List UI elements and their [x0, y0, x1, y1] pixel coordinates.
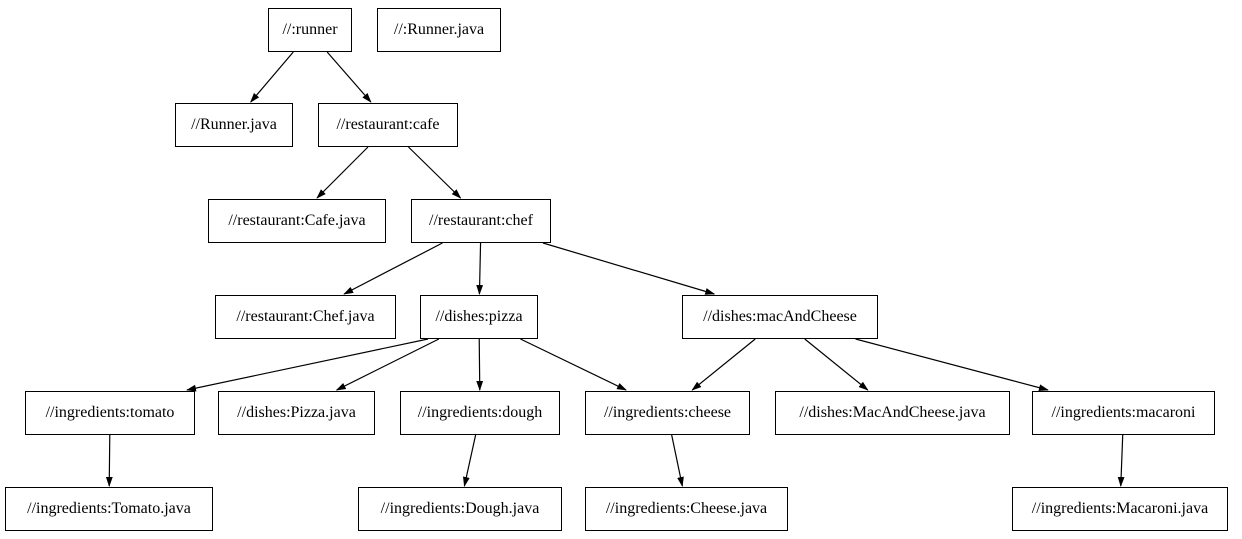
graph-edge-cafe-to-chef	[408, 146, 462, 199]
graph-node-macaroni-java: //ingredients:Macaroni.java	[1012, 487, 1228, 531]
graph-edge-macandcheese-to-cheese	[691, 338, 756, 391]
graph-edge-cheese-to-cheese-java	[671, 434, 684, 487]
graph-edge-pizza-to-cheese	[520, 338, 627, 391]
graph-node-tomato: //ingredients:tomato	[25, 391, 195, 435]
graph-node-macandcheese-java: //dishes:MacAndCheese.java	[775, 391, 1010, 435]
graph-node-macandcheese: //dishes:macAndCheese	[682, 295, 878, 339]
graph-node-chef: //restaurant:chef	[411, 199, 551, 243]
graph-node-cheese-java: //ingredients:Cheese.java	[585, 487, 788, 531]
graph-edge-dough-to-dough-java	[463, 434, 477, 487]
graph-node-tomato-java: //ingredients:Tomato.java	[5, 487, 213, 531]
graph-edge-macandcheese-to-macandcheese-java	[804, 338, 869, 391]
graph-node-cafe: //restaurant:cafe	[318, 103, 458, 147]
graph-edge-cafe-to-cafe-java	[316, 146, 369, 199]
graph-edge-chef-to-chef-java	[343, 242, 443, 295]
graph-edge-pizza-to-dough	[476, 338, 484, 391]
graph-node-cheese: //ingredients:cheese	[585, 391, 750, 435]
graph-node-dough-java: //ingredients:Dough.java	[358, 487, 562, 531]
graph-edge-chef-to-macandcheese	[542, 242, 716, 295]
graph-node-pizza-java: //dishes:Pizza.java	[218, 391, 375, 435]
graph-edge-pizza-to-pizza-java	[335, 338, 440, 391]
graph-edge-macandcheese-to-macaroni	[855, 338, 1049, 391]
edge-group	[105, 51, 1125, 487]
graph-node-cafe-java: //restaurant:Cafe.java	[208, 199, 386, 243]
graph-node-runner: //:runner	[268, 8, 352, 52]
graph-node-runner-java-root: //:Runner.java	[377, 8, 501, 52]
graph-node-dough: //ingredients:dough	[400, 391, 560, 435]
graph-node-macaroni: //ingredients:macaroni	[1032, 391, 1215, 435]
graph-edge-tomato-to-tomato-java	[105, 434, 113, 487]
graph-edge-runner-to-cafe	[326, 51, 372, 103]
graph-node-chef-java: //restaurant:Chef.java	[215, 295, 396, 339]
graph-edge-pizza-to-tomato	[186, 338, 429, 392]
graph-node-pizza: //dishes:pizza	[420, 295, 538, 339]
graph-node-runner-java: //Runner.java	[175, 103, 293, 147]
graph-edge-chef-to-pizza	[476, 242, 484, 295]
graph-edge-runner-to-runner-java	[250, 51, 294, 103]
graph-edge-macaroni-to-macaroni-java	[1117, 434, 1125, 487]
